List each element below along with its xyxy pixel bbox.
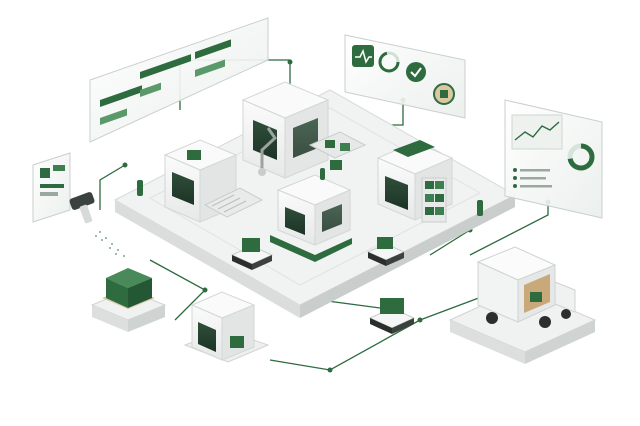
list-icon: [513, 168, 552, 188]
machine-left: [163, 139, 238, 223]
analytics-bar-panel: [89, 17, 269, 143]
checkmark-icon: [406, 62, 426, 82]
panel-bar: [100, 108, 127, 125]
pallet-icon: [90, 268, 167, 332]
robot-arm: [258, 127, 277, 176]
sensor-posts: [137, 168, 483, 216]
tablet-panel: [32, 152, 71, 223]
packing-station: [308, 131, 367, 170]
status-icon-panel: [344, 34, 466, 119]
line-chart-icon: [511, 114, 563, 150]
pulse-icon: [352, 45, 374, 67]
ring-gauge-icon: [378, 51, 400, 73]
panel-bar: [140, 82, 161, 97]
panel-bar: [100, 85, 142, 107]
panel-bar: [195, 59, 225, 77]
dashboard-panel: [504, 99, 603, 219]
barcode-scanner-icon: [69, 192, 125, 257]
machine-bottom-left: [183, 291, 270, 363]
agv-robot-right: [366, 237, 406, 266]
machine-top-center: [241, 81, 330, 179]
panel-bar: [195, 39, 231, 59]
panel-bar: [140, 54, 191, 79]
donut-chart-icon: [567, 143, 595, 171]
shelf-right: [421, 177, 447, 223]
agv-robot-left: [230, 238, 274, 270]
chip-icon: [433, 83, 455, 105]
agv-robot-bottom: [368, 298, 416, 334]
conveyor-left: [203, 187, 264, 218]
delivery-truck-icon: [448, 246, 597, 364]
machine-center: [270, 174, 352, 262]
